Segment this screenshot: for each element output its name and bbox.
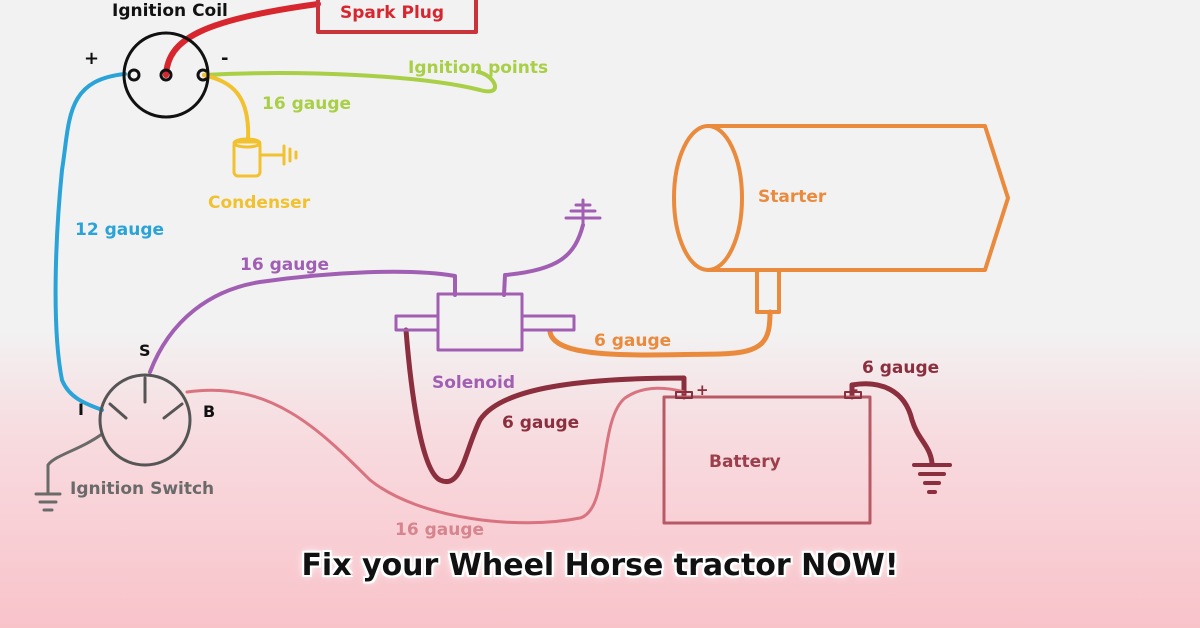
- headline: Fix your Wheel Horse tractor NOW!: [301, 548, 899, 583]
- battery-ground-cable: [849, 381, 935, 466]
- coil-minus-label: -: [221, 48, 228, 69]
- battery-ground-icon: [912, 463, 952, 494]
- ignition-points-label: Ignition points: [408, 58, 548, 78]
- battery-positive-post: [675, 391, 693, 399]
- switch-ground-wire: [46, 432, 104, 495]
- battery-positive-gauge-label: 6 gauge: [502, 413, 579, 433]
- switch-feed-gauge-label: 16 gauge: [395, 520, 484, 540]
- spark-plug-box: [316, 0, 478, 34]
- solenoid-trigger-gauge-label: 16 gauge: [240, 255, 329, 275]
- switch-i-label: I: [78, 400, 84, 419]
- battery-ground-gauge-label: 6 gauge: [862, 358, 939, 378]
- solenoid-label: Solenoid: [432, 373, 515, 393]
- coil-left-terminal: [127, 68, 141, 82]
- points-wire: [202, 70, 497, 94]
- spark-plug-label: Spark Plug: [340, 3, 444, 23]
- switch-ground-icon: [34, 492, 62, 512]
- battery-negative-post: [844, 391, 862, 399]
- coil-feed-wire: [53, 72, 127, 412]
- starter-motor: [672, 124, 1010, 314]
- condenser-icon: [232, 137, 298, 178]
- battery-minus-label: -: [852, 381, 858, 399]
- coil-center-terminal: [159, 68, 173, 82]
- solenoid-ground-wire: [502, 223, 585, 297]
- condenser-label: Condenser: [208, 193, 311, 213]
- ignition-coil-label: Ignition Coil: [112, 1, 228, 21]
- battery-box: [662, 395, 872, 525]
- coil-wire-gauge-label: 16 gauge: [262, 94, 351, 114]
- coil-right-terminal: [196, 68, 208, 82]
- solenoid-trigger-wire: [148, 269, 457, 374]
- solenoid-icon: [394, 292, 576, 352]
- coil-plus-label: +: [84, 48, 99, 69]
- switch-b-label: B: [203, 402, 215, 421]
- battery-plus-label: +: [696, 381, 709, 399]
- coil-feed-gauge-label: 12 gauge: [75, 220, 164, 240]
- battery-positive-cable: [403, 327, 687, 485]
- condenser-wire: [202, 73, 251, 142]
- spark-plug-wire: [163, 1, 321, 78]
- starter-cable: [547, 309, 773, 358]
- ignition-coil: [122, 31, 210, 119]
- ignition-switch: [98, 373, 192, 467]
- switch-s-label: S: [139, 341, 151, 360]
- battery-label: Battery: [709, 452, 781, 472]
- ignition-switch-label: Ignition Switch: [70, 479, 214, 499]
- switch-feed-wire: [185, 386, 686, 525]
- starter-cable-gauge-label: 6 gauge: [594, 331, 671, 351]
- solenoid-ground-icon: [564, 198, 602, 227]
- starter-label: Starter: [758, 187, 827, 207]
